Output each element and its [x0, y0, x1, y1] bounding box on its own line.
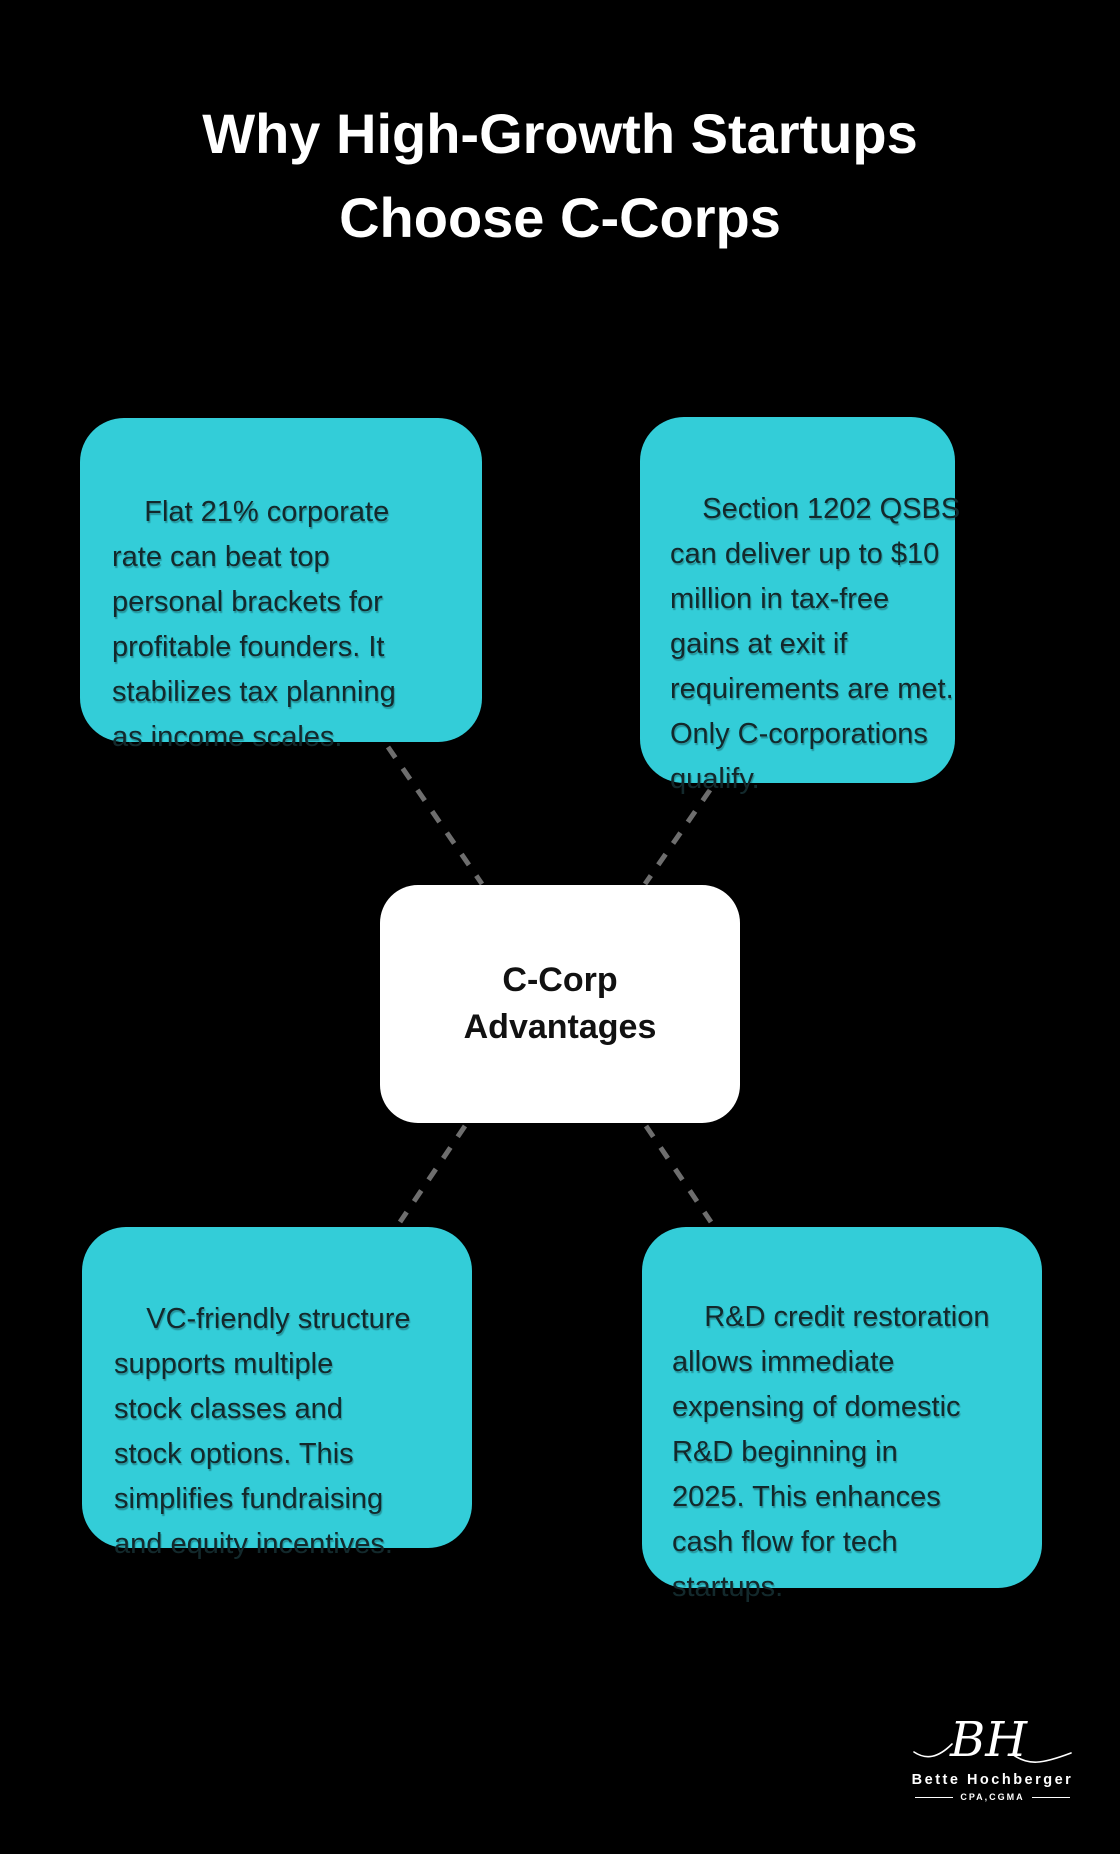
card-text: R&D credit restoration allows immediate … — [672, 1301, 990, 1603]
infographic-title: Why High-Growth Startups Choose C-Corps — [202, 102, 918, 249]
brand-credentials-row: CPA,CGMA — [885, 1792, 1100, 1802]
brand-credentials: CPA,CGMA — [960, 1792, 1025, 1802]
connector-bottom-right-line — [643, 1124, 714, 1224]
brand-signature: BH Bette Hochberger CPA,CGMA — [885, 1710, 1100, 1802]
connector-bottom-left-line — [397, 1124, 468, 1224]
credential-divider-right — [1031, 1796, 1070, 1798]
card-text: Section 1202 QSBS can deliver up to $10 … — [670, 493, 961, 795]
advantage-card-rd-credit: R&D credit restoration allows immediate … — [642, 1227, 1042, 1603]
center-node-label: C-Corp Advantages — [463, 961, 657, 1046]
advantage-card-vc-friendly: VC-friendly structure supports multiple … — [82, 1227, 472, 1560]
bh-monogram-icon: BH — [912, 1712, 1072, 1768]
connector-top-left-line — [385, 745, 485, 886]
card-text: VC-friendly structure supports multiple … — [114, 1303, 411, 1560]
bh-monogram-text: BH — [949, 1712, 1028, 1768]
credential-divider-left — [915, 1796, 954, 1798]
card-text: Flat 21% corporate rate can beat top per… — [112, 496, 396, 753]
advantage-card-qsbs: Section 1202 QSBS can deliver up to $10 … — [640, 417, 960, 795]
brand-name: Bette Hochberger — [911, 1772, 1074, 1788]
center-node: C-Corp Advantages — [380, 885, 740, 1123]
advantage-card-corporate-rate: Flat 21% corporate rate can beat top per… — [80, 418, 482, 753]
